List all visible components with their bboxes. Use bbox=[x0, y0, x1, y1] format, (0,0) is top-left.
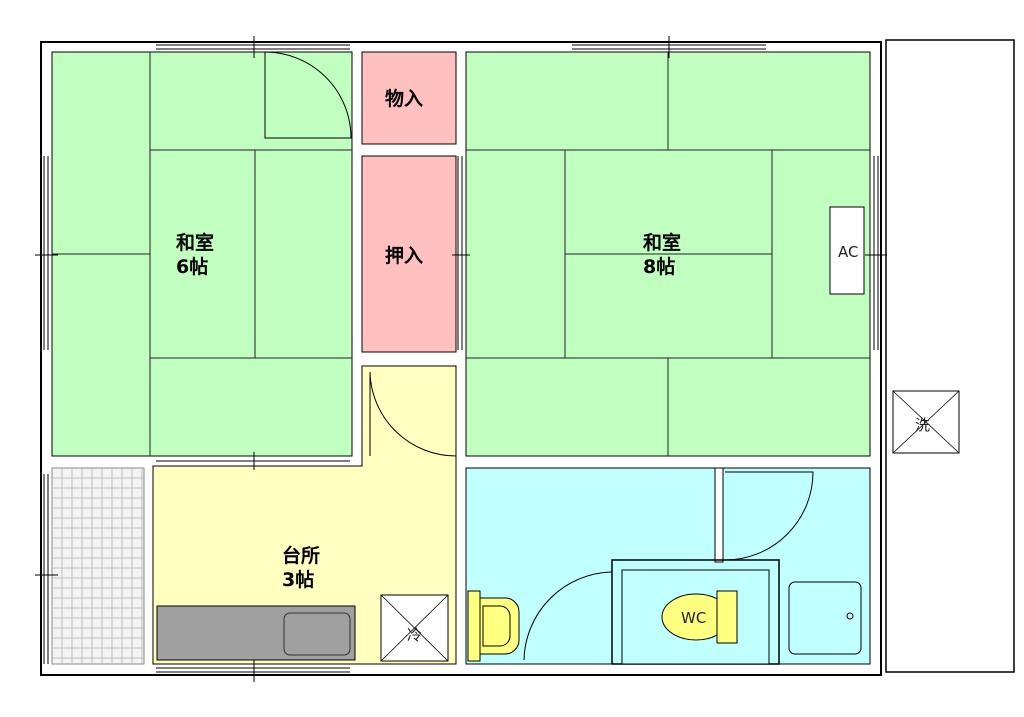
ac-label: AC bbox=[838, 243, 858, 261]
washer-label: 洗 bbox=[915, 416, 930, 434]
monoire-label: 物入 bbox=[385, 87, 423, 110]
window-marks bbox=[35, 36, 887, 682]
oshiire-label: 押入 bbox=[385, 244, 423, 267]
veranda-grid bbox=[51, 467, 145, 665]
washer-box bbox=[892, 390, 960, 454]
daidokoro-name: 台所 bbox=[282, 544, 320, 567]
room-bath-area bbox=[465, 467, 871, 665]
balcony bbox=[885, 39, 1015, 673]
room-washitsu-8 bbox=[465, 51, 871, 457]
bathtub bbox=[788, 581, 862, 655]
room-daidokoro bbox=[152, 365, 457, 665]
door-arc-toilet bbox=[523, 571, 613, 661]
wc-label: WC bbox=[681, 609, 706, 627]
room-oshiire bbox=[361, 155, 457, 353]
fridge-box bbox=[380, 594, 449, 662]
door-arc-kitchen bbox=[369, 371, 457, 457]
washitsu8-name: 和室 bbox=[643, 231, 681, 254]
fridge-label: 冷 bbox=[407, 626, 422, 644]
wash-basin bbox=[467, 590, 520, 662]
daidokoro-size: 3帖 bbox=[282, 568, 314, 591]
washitsu6-size: 6帖 bbox=[176, 255, 208, 278]
toilet-fixture bbox=[661, 590, 738, 644]
room-monoire bbox=[361, 51, 457, 145]
kitchen-sink bbox=[283, 612, 351, 656]
door-arc-washitsu6 bbox=[264, 51, 352, 139]
ac-unit bbox=[829, 206, 865, 295]
washitsu6-name: 和室 bbox=[176, 231, 214, 254]
washitsu8-size: 8帖 bbox=[643, 255, 675, 278]
door-arc-bath bbox=[724, 471, 814, 561]
room-washitsu-6 bbox=[51, 51, 353, 457]
